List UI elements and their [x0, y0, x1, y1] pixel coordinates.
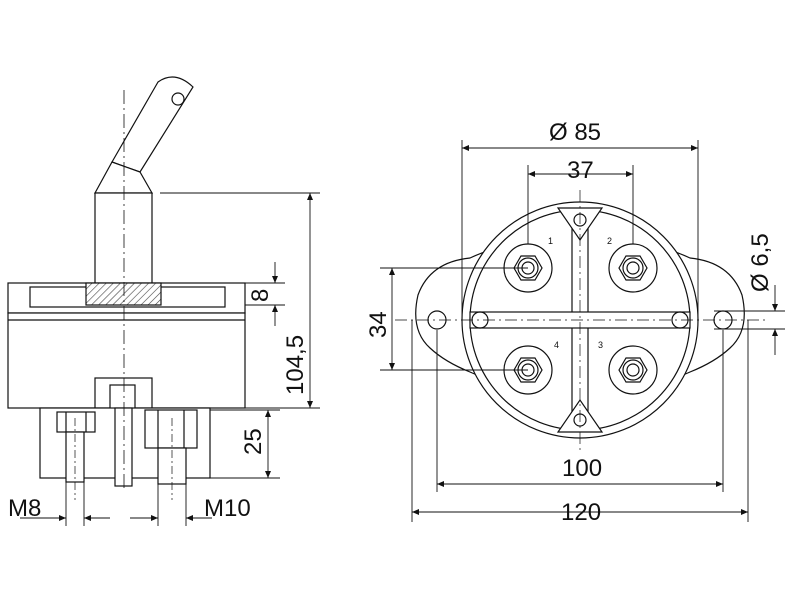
terminal-label-3: 3	[598, 340, 603, 350]
dim-flange-thickness: 8	[247, 289, 274, 302]
toggle-lever	[93, 76, 194, 194]
terminal-2	[608, 243, 658, 293]
dim-body-diameter: Ø 85	[549, 119, 601, 146]
dim-height-total: 104,5	[282, 335, 309, 395]
dim-flange-width: 120	[561, 499, 601, 526]
top-view	[395, 190, 765, 450]
terminal-label-2: 2	[607, 236, 612, 246]
dim-mount-hole-spacing: 100	[562, 455, 602, 482]
terminal-3	[608, 345, 658, 395]
terminal-label-4: 4	[554, 340, 559, 350]
stud-m10	[144, 409, 198, 485]
side-view	[7, 76, 246, 500]
dim-thread-left: M8	[8, 495, 41, 522]
top-view-dimensions	[380, 140, 785, 522]
dim-mount-hole-diameter: Ø 6,5	[747, 233, 774, 292]
dim-stud-length: 25	[240, 428, 267, 455]
terminal-label-1: 1	[548, 236, 553, 246]
side-view-dimensions	[20, 192, 320, 526]
dim-terminal-spacing-x: 37	[567, 157, 594, 184]
shaft	[94, 192, 153, 286]
dim-terminal-spacing-y: 34	[365, 311, 392, 338]
dim-thread-right: M10	[204, 495, 251, 522]
